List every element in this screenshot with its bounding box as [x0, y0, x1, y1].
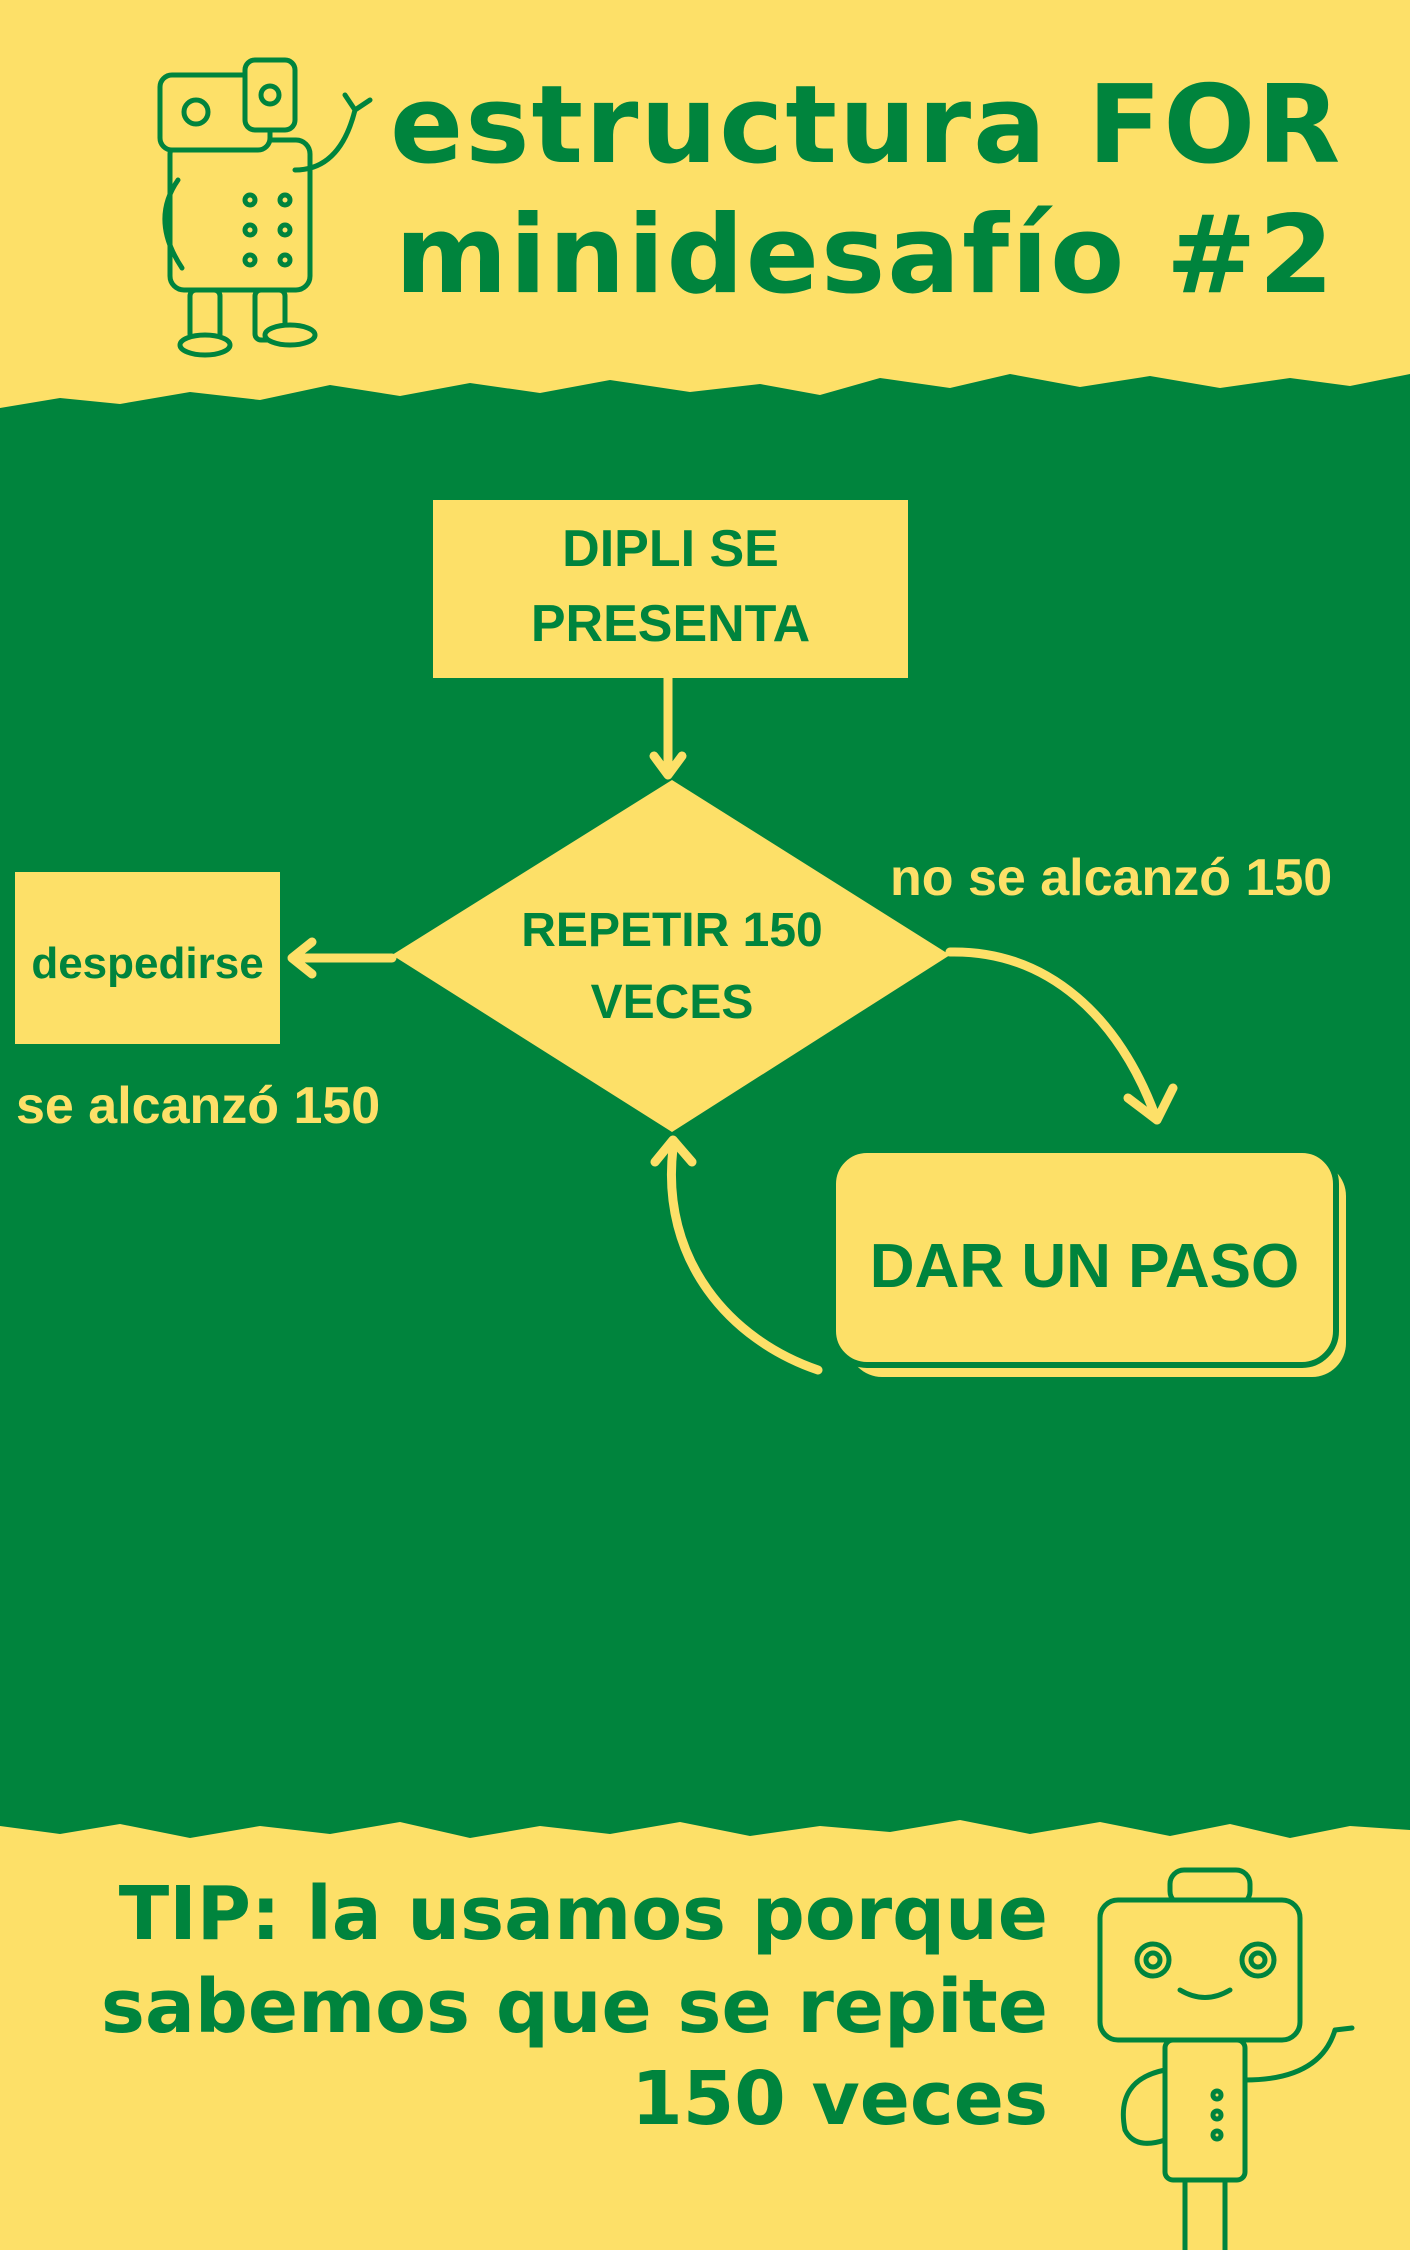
- label-exit: se alcanzó 150: [16, 1077, 381, 1135]
- connectors: [287, 673, 1178, 1375]
- arrowhead-step: [1123, 1083, 1178, 1125]
- arrow-step-to-decision: [667, 1143, 823, 1375]
- arrowhead-start: [649, 751, 687, 780]
- label-loop: no se alcanzó 150: [890, 849, 1333, 907]
- exit-box-text: despedirse: [31, 939, 264, 988]
- start-box-line2: PRESENTA: [530, 595, 811, 654]
- decision-text: REPETIR 150 VECES: [472, 895, 872, 1039]
- decision-line2: VECES: [590, 976, 754, 1029]
- tip-line1: TIP: la usamos porque: [118, 1871, 1048, 1957]
- start-box-line1: DIPLI SE: [562, 520, 779, 578]
- tip-text: TIP: la usamos porque sabemos que se rep…: [101, 1868, 1048, 2146]
- tip-line2: sabemos que se repite: [100, 1963, 1048, 2050]
- start-box: [433, 500, 908, 678]
- tip-line3: 150 veces: [631, 2056, 1048, 2142]
- arrowhead-exit: [287, 937, 317, 979]
- step-box-text: DAR UN PASO: [869, 1232, 1300, 1301]
- page-title-line1: estructura FOR: [390, 63, 1343, 188]
- arrowhead-decision: [650, 1135, 697, 1167]
- decision-diamond: [392, 780, 950, 1132]
- robot-illustration-top: [157, 57, 373, 358]
- exit-box: [15, 872, 280, 1044]
- decision-line1: REPETIR 150: [521, 904, 823, 957]
- start-box-text: DIPLI SE PRESENTA: [433, 512, 908, 663]
- step-box: [830, 1147, 1339, 1368]
- arrow-decision-to-step: [945, 947, 1160, 1120]
- page-title-line2: minidesafío #2: [395, 193, 1336, 318]
- robot-illustration-bottom: [1097, 1867, 1355, 2250]
